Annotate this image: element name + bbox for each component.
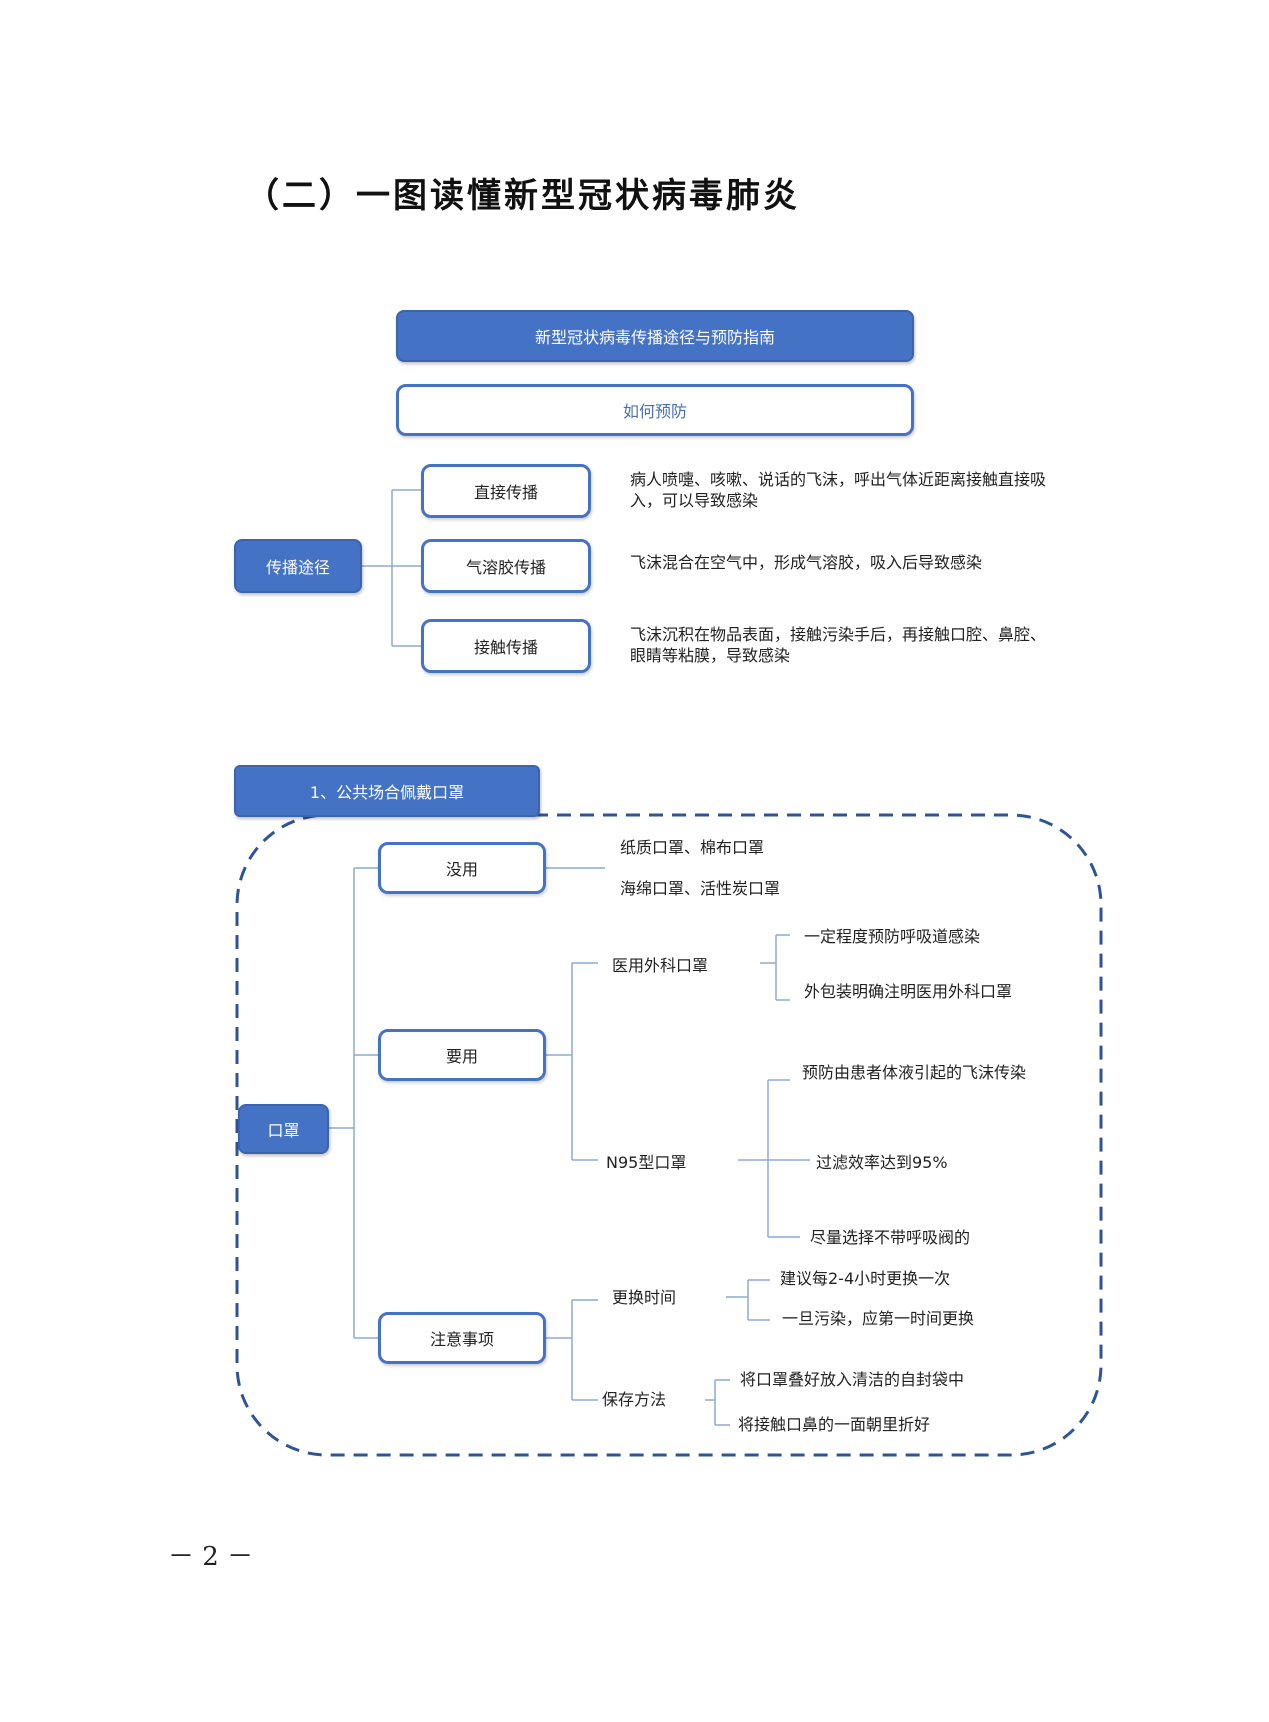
mask-root-connectors — [329, 867, 378, 1339]
change-item-2: 一旦污染，应第一时间更换 — [782, 1309, 975, 1328]
useless-node: 没用 — [378, 842, 546, 894]
notes-connectors — [546, 1299, 598, 1401]
mask-section-header: 1、公共场合佩戴口罩 — [234, 765, 540, 817]
useless-item-2: 海绵口罩、活性炭口罩 — [620, 879, 781, 898]
surgical-connectors — [760, 934, 790, 1001]
surgical-item-2: 外包装明确注明医用外科口罩 — [804, 982, 1013, 1001]
useless-item-1: 纸质口罩、棉布口罩 — [620, 838, 765, 857]
storage-item-2: 将接触口鼻的一面朝里折好 — [738, 1415, 931, 1434]
direct-transmission-desc: 病人喷嚏、咳嗽、说话的飞沫，呼出气体近距离接触直接吸入，可以导致感染 — [630, 470, 1047, 510]
storage-connectors — [705, 1379, 730, 1426]
guide-title-box: 新型冠状病毒传播途径与预防指南 — [396, 310, 914, 362]
useful-label: 要用 — [445, 1047, 478, 1066]
mask-root-label: 口罩 — [267, 1121, 300, 1140]
notes-node: 注意事项 — [378, 1312, 546, 1364]
dashed-frame — [235, 813, 1103, 1457]
mask-root-node: 口罩 — [238, 1104, 329, 1154]
direct-transmission-node: 直接传播 — [421, 464, 591, 518]
notes-label: 注意事项 — [429, 1330, 494, 1349]
guide-title: 新型冠状病毒传播途径与预防指南 — [534, 328, 775, 347]
n95-mask-label: N95型口罩 — [606, 1153, 687, 1172]
n95-item-2: 过滤效率达到95% — [816, 1153, 948, 1172]
mask-section-label: 1、公共场合佩戴口罩 — [309, 783, 465, 802]
page-title: （二）一图读懂新型冠状病毒肺炎 — [245, 176, 800, 216]
surgical-mask-label: 医用外科口罩 — [612, 956, 709, 975]
n95-connectors — [738, 1079, 810, 1238]
useless-label: 没用 — [445, 860, 478, 879]
prevention-box: 如何预防 — [396, 384, 914, 436]
change-item-1: 建议每2-4小时更换一次 — [780, 1269, 951, 1288]
aerosol-transmission-node: 气溶胶传播 — [421, 539, 591, 593]
n95-item-3: 尽量选择不带呼吸阀的 — [810, 1228, 971, 1247]
contact-transmission-desc: 飞沫沉积在物品表面，接触污染手后，再接触口腔、鼻腔、眼睛等粘膜，导致感染 — [630, 625, 1047, 665]
change-connectors — [726, 1279, 770, 1321]
transmission-root-label: 传播途径 — [265, 558, 330, 577]
aerosol-transmission-label: 气溶胶传播 — [465, 558, 546, 577]
prevention-label: 如何预防 — [622, 402, 687, 421]
contact-transmission-label: 接触传播 — [473, 638, 538, 657]
n95-item-1: 预防由患者体液引起的飞沫传染 — [802, 1063, 1027, 1082]
contact-transmission-node: 接触传播 — [421, 619, 591, 673]
transmission-root-node: 传播途径 — [234, 539, 362, 593]
useful-connectors — [546, 962, 598, 1161]
surgical-item-1: 一定程度预防呼吸道感染 — [804, 927, 981, 946]
storage-item-1: 将口罩叠好放入清洁的自封袋中 — [740, 1370, 965, 1389]
change-time-label: 更换时间 — [612, 1288, 677, 1307]
aerosol-transmission-desc: 飞沫混合在空气中，形成气溶胶，吸入后导致感染 — [630, 553, 983, 572]
direct-transmission-label: 直接传播 — [473, 483, 538, 502]
storage-label: 保存方法 — [602, 1390, 667, 1409]
useful-node: 要用 — [378, 1029, 546, 1081]
page-number: － 2 － — [168, 1542, 254, 1572]
transmission-connectors — [362, 489, 421, 647]
